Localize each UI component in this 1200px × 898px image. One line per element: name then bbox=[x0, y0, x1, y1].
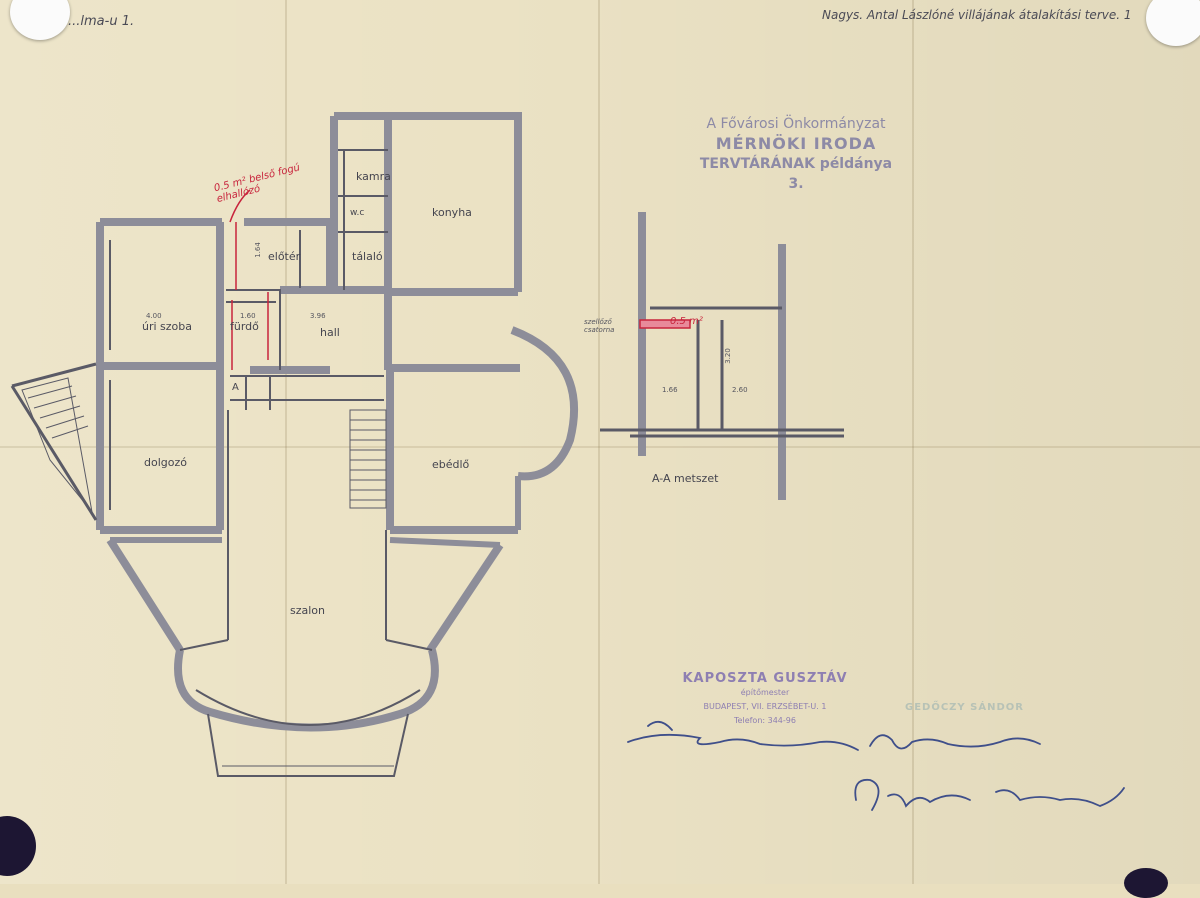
dimension-label: 1.66 bbox=[662, 386, 678, 394]
faded-stamp: GEDŐCZY SÁNDOR bbox=[905, 702, 1024, 713]
section-marker-a: A bbox=[232, 382, 239, 393]
red-section-annotation: 0.5 m² bbox=[670, 316, 703, 327]
room-label-eloter: előtér bbox=[268, 250, 301, 263]
office-stamp: A Fővárosi Önkormányzat MÉRNÖKI IRODA TE… bbox=[676, 114, 916, 194]
dimension-label: 1.60 bbox=[240, 312, 256, 320]
paper-fold bbox=[0, 446, 1200, 448]
room-label-konyha: konyha bbox=[432, 206, 472, 219]
signature-kapolnassy bbox=[627, 720, 859, 751]
paper-fold bbox=[598, 0, 600, 884]
dimension-label: 4.00 bbox=[146, 312, 162, 320]
architect-name: KAPOSZTA GUSZTÁV bbox=[682, 671, 848, 686]
architect-stamp: KAPOSZTA GUSZTÁV építőmester BUDAPEST, V… bbox=[680, 672, 850, 728]
room-label-wc: w.c bbox=[350, 208, 365, 218]
architect-address: BUDAPEST, VII. ERZSÉBET-U. 1 bbox=[703, 702, 827, 711]
paper-fold bbox=[912, 0, 914, 884]
signature-antal bbox=[854, 778, 1125, 811]
room-label-ebedlo: ebédlő bbox=[432, 458, 470, 471]
room-label-kamra: kamra bbox=[356, 170, 391, 183]
office-stamp-line1: A Fővárosi Önkormányzat bbox=[706, 116, 886, 132]
office-stamp-line2: MÉRNÖKI IRODA bbox=[715, 134, 877, 153]
architect-title: építőmester bbox=[740, 688, 790, 697]
dimension-label: 2.60 bbox=[732, 386, 748, 394]
dimension-label: 3.20 bbox=[723, 348, 732, 364]
room-label-hall: hall bbox=[320, 326, 340, 339]
sheet-number-label: ...lma-u 1. bbox=[68, 14, 135, 29]
room-label-szalon: szalon bbox=[290, 604, 326, 617]
room-label-dolgozo: dolgozó bbox=[144, 456, 187, 469]
section-label: A-A metszet bbox=[652, 472, 719, 485]
architect-phone: Telefon: 344-96 bbox=[734, 716, 796, 725]
plan-title: Nagys. Antal Lászlóné villájának átalakí… bbox=[822, 8, 1132, 22]
paper-fold bbox=[285, 0, 287, 884]
room-label-furdo: fürdő bbox=[230, 320, 259, 333]
office-stamp-line3: TERVTÁRÁNAK példánya bbox=[699, 156, 893, 172]
office-stamp-line4: 3. bbox=[788, 176, 804, 192]
room-label-talalo: tálaló bbox=[352, 250, 383, 263]
dimension-label: 1.64 bbox=[253, 242, 262, 258]
signature-dezsone bbox=[869, 734, 1041, 750]
vent-label: szellőző csatorna bbox=[584, 318, 615, 334]
room-label-uri-szoba: úri szoba bbox=[142, 320, 193, 333]
pin-top-right bbox=[1146, 0, 1200, 46]
dimension-label: 3.96 bbox=[310, 312, 326, 320]
